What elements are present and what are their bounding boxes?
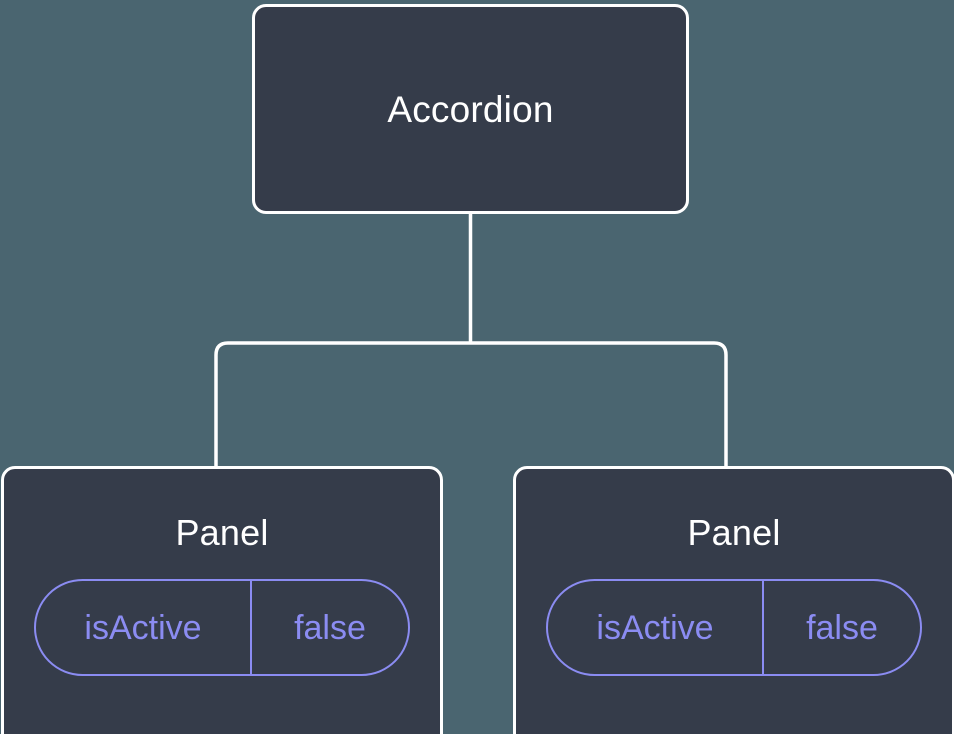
node-accordion[interactable]: Accordion [252,4,689,214]
node-panel[interactable]: Panel isActive false [513,466,954,734]
prop-key: isActive [548,581,764,674]
node-accordion-label: Accordion [387,88,554,130]
prop-value: false [294,608,366,647]
connector-branch-left [214,341,471,470]
prop-pill-isactive[interactable]: isActive false [546,579,922,676]
prop-value: false [806,608,878,647]
node-panel-label: Panel [175,512,269,553]
prop-pill-isactive[interactable]: isActive false [34,579,410,676]
node-panel-label: Panel [687,512,781,553]
node-panel[interactable]: Panel isActive false [1,466,443,734]
prop-key: isActive [36,581,252,674]
connector-branch-right [470,341,728,470]
